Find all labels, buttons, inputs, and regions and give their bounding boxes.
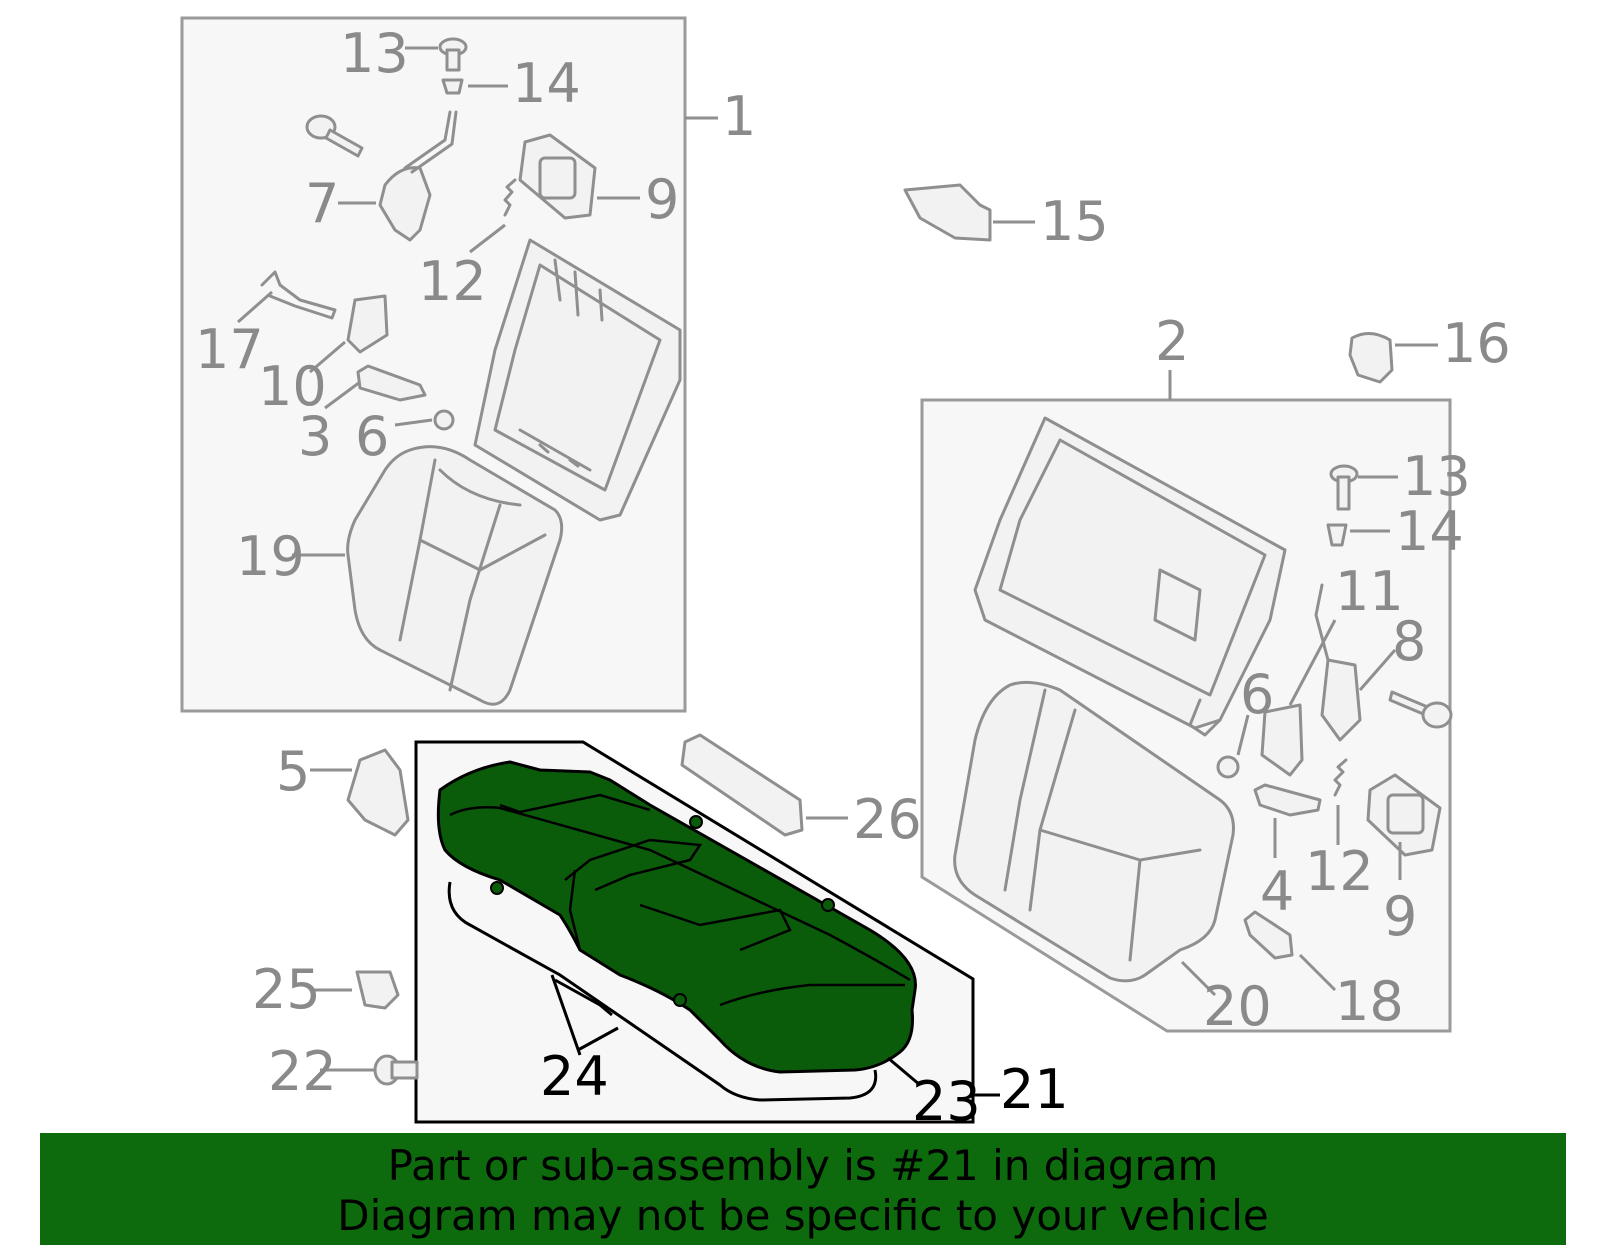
clip-17 <box>260 270 337 320</box>
callout-4: 4 <box>1260 860 1294 923</box>
handle-9-right <box>1366 773 1442 857</box>
callout-7: 7 <box>305 172 339 235</box>
callout-23: 23 <box>912 1070 981 1133</box>
bolt-right <box>1388 690 1453 729</box>
seat-back-frame-left <box>473 238 682 522</box>
banner-line-2: Diagram may not be specific to your vehi… <box>337 1191 1269 1240</box>
callout-6-left: 6 <box>355 405 389 468</box>
callout-1: 1 <box>722 85 756 148</box>
callout-9-left: 9 <box>645 168 679 231</box>
nut-14-left <box>441 78 464 95</box>
info-banner: Part or sub-assembly is #21 in diagram D… <box>40 1133 1566 1245</box>
callout-26: 26 <box>853 788 922 851</box>
latch-8 <box>1320 658 1362 742</box>
spring-12-right <box>1333 758 1348 797</box>
seat-cushion-21-highlighted <box>436 760 917 1074</box>
seat-back-cover-19 <box>346 445 564 706</box>
callout-12-right: 12 <box>1305 840 1374 903</box>
callout-22: 22 <box>268 1040 337 1103</box>
callout-15: 15 <box>1040 190 1109 253</box>
seat-back-cover-20 <box>953 680 1235 983</box>
wire-24 <box>447 881 878 1102</box>
cover-16 <box>1348 332 1394 384</box>
rod-11 <box>1314 583 1330 662</box>
nut-14-right <box>1326 523 1348 547</box>
bolt-13-right <box>1329 464 1359 511</box>
bracket-10 <box>346 294 389 354</box>
bracket-5 <box>346 748 410 837</box>
callout-18: 18 <box>1335 970 1404 1033</box>
callout-5: 5 <box>276 740 310 803</box>
callout-12-left: 12 <box>418 250 487 313</box>
callout-14-left: 14 <box>512 52 581 115</box>
callout-2: 2 <box>1155 310 1189 373</box>
bracket-4 <box>1253 783 1322 817</box>
hook-15 <box>903 183 992 242</box>
banner-line-1: Part or sub-assembly is #21 in diagram <box>387 1141 1219 1190</box>
callout-24: 24 <box>540 1045 609 1108</box>
callout-11: 11 <box>1335 560 1404 623</box>
callout-10: 10 <box>258 355 327 418</box>
callout-16: 16 <box>1442 312 1511 375</box>
grommet-25 <box>355 970 400 1010</box>
callout-9-right: 9 <box>1383 885 1417 948</box>
handle-9-left <box>518 133 597 220</box>
callout-25: 25 <box>252 958 321 1021</box>
seat-back-frame-right <box>973 416 1287 737</box>
bracket-3 <box>356 364 427 402</box>
callout-19: 19 <box>236 525 305 588</box>
bolt-13-left <box>438 37 468 72</box>
spring-12-left <box>503 178 517 217</box>
bracket-right <box>1260 703 1304 777</box>
callout-3: 3 <box>298 405 332 468</box>
callout-17: 17 <box>195 318 264 381</box>
bolt-left <box>305 114 364 158</box>
callout-13-left: 13 <box>340 22 409 85</box>
bracket-18 <box>1243 910 1294 960</box>
callout-14-right: 14 <box>1395 500 1464 563</box>
bolt-22 <box>373 1054 419 1086</box>
callout-13-right: 13 <box>1402 445 1471 508</box>
callout-8: 8 <box>1392 610 1426 673</box>
bracket-26 <box>680 733 804 837</box>
nut-6-left <box>433 409 455 431</box>
callout-20: 20 <box>1203 975 1272 1038</box>
latch-7 <box>378 110 458 242</box>
nut-6-right <box>1216 755 1240 779</box>
callout-21: 21 <box>1000 1058 1069 1121</box>
